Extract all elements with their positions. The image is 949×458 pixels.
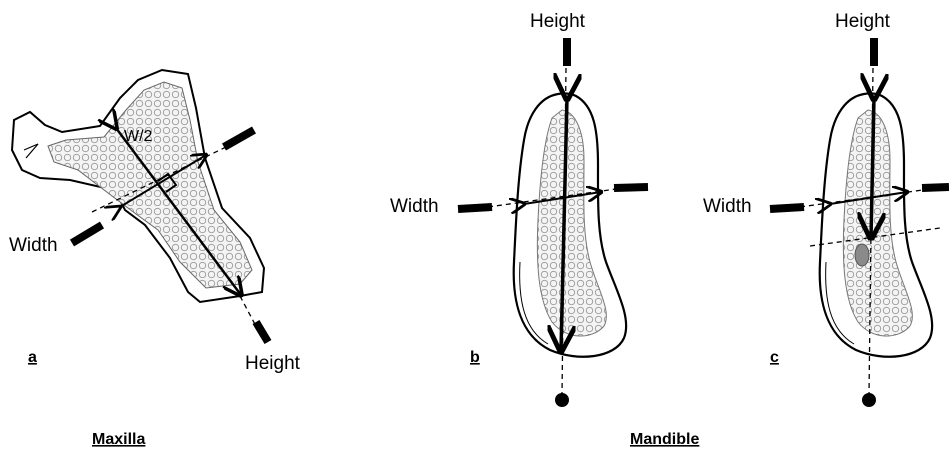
panel-a-maxilla: W/2 Width Height a: [9, 70, 301, 374]
mandible-c-width-endmark-left: [770, 207, 804, 209]
maxilla-width-endmark-lower: [72, 225, 102, 243]
maxilla-width-endmark-upper: [224, 130, 254, 147]
mandibular-canal: [855, 244, 869, 266]
maxilla-caption: Maxilla: [92, 431, 145, 448]
panel-a-letter: a: [28, 349, 37, 366]
half-width-label: W/2: [124, 128, 153, 145]
mandible-c-base-dot: [862, 393, 876, 407]
panel-b-letter: b: [470, 349, 480, 366]
mandible-b-width-endmark-right: [614, 187, 648, 188]
maxilla-height-endmark: [256, 322, 268, 342]
panel-b-mandible: Height Width b: [390, 11, 648, 407]
panel-c-letter: c: [770, 349, 779, 366]
mandible-b-width-endmark-left: [458, 207, 492, 209]
panel-c-mandible: Height Width c: [703, 11, 949, 407]
mandible-b-width-label: Width: [390, 196, 439, 217]
maxilla-height-label: Height: [245, 353, 301, 374]
mandible-b-height-label: Height: [530, 11, 586, 32]
mandible-c-height-label: Height: [835, 11, 891, 32]
mandible-b-base-dot: [555, 393, 569, 407]
mandible-caption: Mandible: [630, 431, 699, 448]
maxilla-width-label: Width: [9, 235, 58, 256]
mandible-c-width-endmark-right: [922, 187, 949, 188]
maxilla-inner-outline: [48, 82, 252, 288]
mandible-c-width-label: Width: [703, 196, 752, 217]
